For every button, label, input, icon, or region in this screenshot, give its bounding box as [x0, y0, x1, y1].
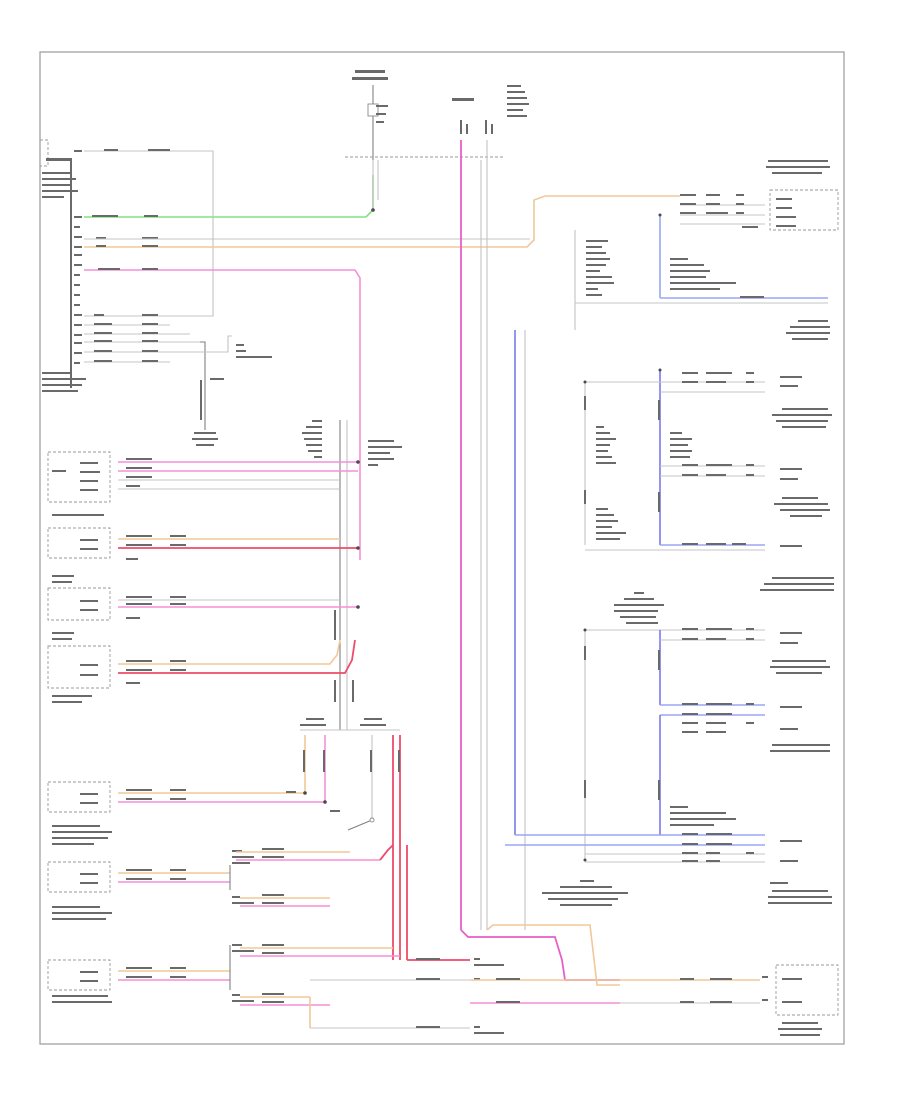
left-connector-pins — [74, 150, 82, 364]
left-top-connector — [39, 139, 86, 392]
rail-markers — [303, 208, 662, 862]
right-middle-module-b — [584, 577, 834, 860]
module-1 — [47, 451, 358, 516]
module-5 — [47, 781, 340, 845]
switch-element — [347, 817, 375, 831]
right-bottom-module — [505, 806, 832, 904]
fuse-bus-area — [345, 70, 529, 160]
right-top-module — [574, 160, 839, 340]
left-connector-wires — [84, 149, 680, 560]
lower-junction — [300, 718, 408, 960]
module-7 — [47, 944, 400, 1006]
diagram-frame — [39, 51, 845, 1045]
module-2 — [47, 527, 358, 560]
module-6 — [47, 844, 394, 920]
bottom-run — [309, 880, 839, 1036]
module-4 — [47, 632, 356, 703]
right-middle-module-a — [584, 370, 832, 551]
module-3 — [47, 575, 358, 621]
mid-splice-labels — [302, 420, 402, 702]
